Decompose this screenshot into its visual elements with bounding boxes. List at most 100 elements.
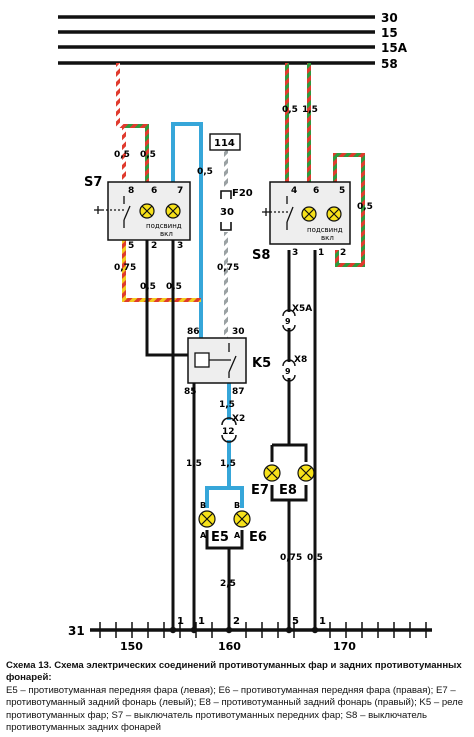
- relay-k5: K5 86 30 85 87: [184, 327, 271, 397]
- wires: [116, 63, 365, 630]
- ground-pin-2: 2: [233, 616, 240, 627]
- wire-size-s7-in-a: 0,5: [114, 150, 130, 160]
- connector-114-box: [209, 133, 241, 151]
- x5a-pin: 9: [285, 317, 291, 326]
- connector-x8: X8 9: [282, 355, 307, 382]
- wire-rear-lamps-ground: [270, 485, 308, 630]
- connector-x5a: X5A 9: [282, 304, 312, 332]
- wire-size-s8-in-b: 1,5: [302, 105, 318, 115]
- wire-rear-lamps: [270, 443, 308, 462]
- connector-114: 114: [209, 133, 241, 151]
- supply-buses: 30 15 15A 58: [58, 11, 408, 71]
- s7-label: S7: [84, 175, 102, 190]
- wire-size-s7-out-c: 0,5: [166, 282, 182, 292]
- lamp-icon: [301, 206, 317, 222]
- relay-contact-icon: [209, 343, 237, 378]
- connector-x2: X2 12: [221, 414, 245, 443]
- lamp-e7: E7: [251, 464, 281, 498]
- lamp-icon: [263, 464, 281, 482]
- lamp-icon: [165, 203, 181, 219]
- e7-label: E7: [251, 483, 269, 498]
- wire-s7-pin7-to-k5: [171, 122, 203, 338]
- s7-pin-7: 7: [177, 186, 183, 196]
- switch-contact-icon: [262, 196, 294, 230]
- e6-pin-a: A: [234, 531, 241, 540]
- k5-label: K5: [252, 356, 271, 371]
- lamp-e6: B A E6: [233, 501, 267, 545]
- wire-s7-pin5: [122, 240, 201, 302]
- lamp-icon: [326, 206, 342, 222]
- caption-title: Схема 13. Схема электрических соединений…: [6, 660, 462, 684]
- s8-pin-2: 2: [340, 248, 346, 258]
- s8-label: S8: [252, 248, 270, 263]
- figure-caption: Схема 13. Схема электрических соединений…: [6, 660, 468, 732]
- e5-pin-b: B: [200, 501, 206, 510]
- k5-pin-87: 87: [232, 387, 245, 397]
- connector-icon: [221, 417, 237, 443]
- ground-label-31: 31: [68, 624, 85, 638]
- x2-pin: 12: [222, 427, 235, 437]
- lamp-e5: B A E5: [198, 501, 229, 545]
- fuse-f20-value: 30: [220, 207, 234, 218]
- ground-node-1c: [311, 626, 319, 634]
- wire-s7-pin8: [116, 63, 126, 182]
- wire-s7-pin2: [145, 240, 201, 357]
- s8-pin-1: 1: [318, 248, 324, 258]
- fuse-f20-label: F20: [232, 188, 253, 199]
- s7-pin-8: 8: [128, 186, 134, 196]
- e8-label: E8: [279, 483, 297, 498]
- wire-size-k5-out-b: 1,5: [220, 459, 236, 469]
- wire-size-s8-ground: 0,5: [307, 553, 323, 563]
- ground-pin-1b: 1: [198, 616, 205, 627]
- wire-size-f20-out: 0,75: [217, 263, 239, 273]
- lamp-icon: [139, 203, 155, 219]
- wire-size-k5-left: 1,5: [186, 459, 202, 469]
- s7-pin-2: 2: [151, 241, 157, 251]
- wiring-diagram: 30 15 15A 58: [58, 11, 432, 653]
- x8-label: X8: [294, 355, 307, 365]
- k5-pin-86: 86: [187, 327, 200, 337]
- connector-icon: [282, 309, 296, 332]
- k5-pin-30: 30: [232, 327, 245, 337]
- ground-node-1b: [190, 626, 198, 634]
- e6-label: E6: [249, 530, 267, 545]
- ground-mark-170: 170: [333, 640, 356, 653]
- s7-lamp-text-1: подсвинд: [146, 222, 182, 230]
- wire-size-e-ground: 2,5: [220, 579, 236, 589]
- ground-pin-5: 5: [292, 616, 299, 627]
- x5a-label: X5A: [292, 304, 312, 314]
- bus-label-30: 30: [381, 11, 398, 25]
- x2-label: X2: [232, 414, 245, 424]
- wire-size-s7-out-a: 0,75: [114, 263, 136, 273]
- ground-pin-1: 1: [177, 616, 184, 627]
- ground-bus: 31 150 160 170 1 1 2 5 1: [68, 616, 432, 653]
- wire-lamps-ground: [205, 530, 244, 630]
- lamp-icon: [297, 464, 315, 482]
- ground-mark-160: 160: [218, 640, 241, 653]
- e6-pin-b: B: [234, 501, 240, 510]
- ground-node-1: [169, 626, 177, 634]
- wire-s8-pin5-loop: [333, 153, 365, 267]
- s8-lamp-text-2: вкл: [321, 234, 334, 242]
- wire-s7-pin6: [124, 124, 149, 182]
- s7-pin-6: 6: [151, 186, 157, 196]
- wire-size-s7-out-b: 0,5: [140, 282, 156, 292]
- connector-114-label: 114: [214, 138, 235, 149]
- fuse-f20: F20 30: [220, 188, 253, 231]
- k5-pin-85: 85: [184, 387, 197, 397]
- s8-pin-3: 3: [292, 248, 298, 258]
- s8-pin-6: 6: [313, 186, 319, 196]
- switch-s7: подсвинд вкл S7 8 6 7 5 2 3: [84, 175, 191, 251]
- x8-pin: 9: [285, 367, 291, 376]
- switch-s8: подсвинд вкл S8 4 6 5 3 1 2: [252, 181, 351, 263]
- lamp-icon: [233, 510, 251, 528]
- e5-label: E5: [211, 530, 229, 545]
- caption-legend: E5 – противотуманная передняя фара (лева…: [6, 684, 464, 732]
- s7-pin-5: 5: [128, 241, 134, 251]
- lamp-icon: [198, 510, 216, 528]
- ground-node-5: [285, 626, 293, 634]
- relay-coil-icon: [194, 352, 210, 368]
- switch-contact-icon: [94, 196, 131, 228]
- lamp-e8: E8: [279, 464, 315, 498]
- ground-mark-150: 150: [120, 640, 143, 653]
